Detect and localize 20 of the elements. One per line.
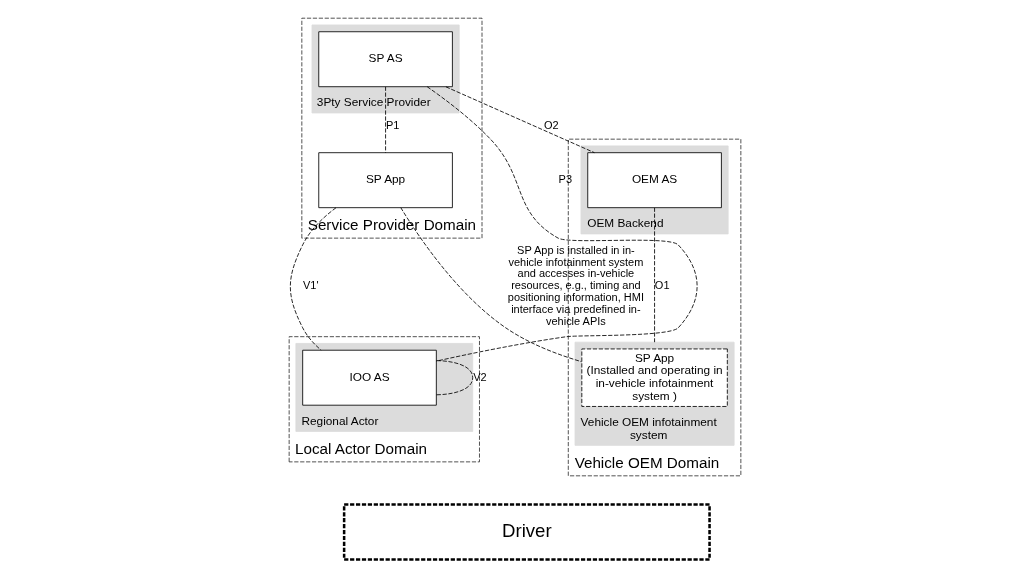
- edge-label: P3: [558, 173, 572, 186]
- connector: [653, 207, 655, 343]
- edge-label: P1: [385, 118, 399, 131]
- edge-label: O2: [543, 118, 559, 131]
- connector: [426, 86, 698, 362]
- connector: [384, 86, 386, 154]
- connector: [289, 207, 336, 351]
- connector: [445, 86, 595, 154]
- node-box: SP AS: [317, 31, 453, 88]
- connector: [435, 360, 473, 396]
- edge-label: O1: [654, 279, 670, 292]
- node-box: OEM AS: [586, 152, 722, 209]
- node-box: SP App (Installed and operating in in-vehicle infotainment system ): [580, 348, 728, 407]
- connector: [399, 207, 582, 363]
- node-box: Driver: [342, 503, 711, 561]
- edge-label: V1': [302, 279, 318, 292]
- node-box: IOO AS: [301, 349, 437, 406]
- edge-label: SP App is installed in in-vehicle infotainment system and accesses in-vehicle resources, e.g., timing and positioning information, HMI interface via predefined in-vehicle APIs: [507, 243, 644, 327]
- edge-label: V2: [472, 370, 487, 383]
- node-box: SP App: [317, 152, 453, 209]
